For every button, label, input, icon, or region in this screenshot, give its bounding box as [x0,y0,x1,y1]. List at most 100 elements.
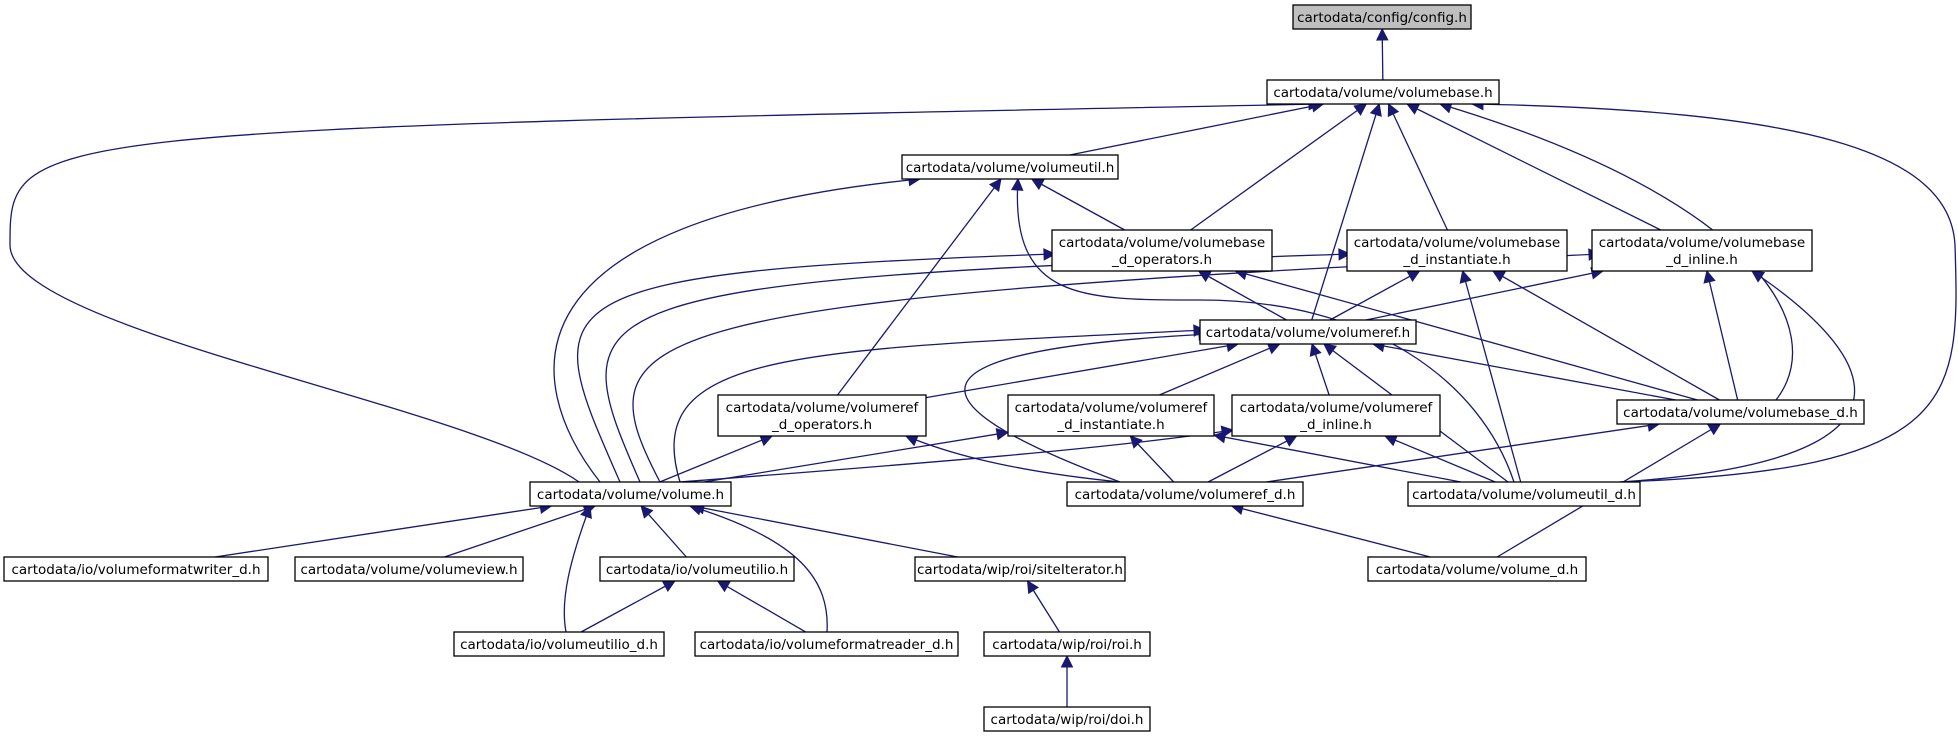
node-vb_operators[interactable]: cartodata/volume/volumebase_d_operators.… [1051,229,1273,272]
arrowhead-icon [1384,434,1399,447]
edges-layer [9,27,1957,707]
edge-volumeref_d-to-vr_operators [904,434,1121,483]
arrowhead-icon [1703,269,1716,284]
arrowhead-icon [1353,103,1368,116]
node-volumeref[interactable]: cartodata/volume/volumeref.h [1199,319,1417,345]
node-label: cartodata/io/volumeutilio_d.h [460,637,658,653]
node-box [1591,229,1813,272]
arrowhead-icon [1309,342,1322,357]
node-label: cartodata/volume/volumebase [1599,235,1806,251]
node-doi[interactable]: cartodata/wip/roi/doi.h [983,706,1151,732]
node-box [1199,319,1417,345]
node-label: cartodata/volume/volume.h [537,487,724,503]
edge-vb_inline-to-volumebase [1406,103,1662,231]
node-label: cartodata/volume/volumeview.h [300,562,517,578]
node-volumeformatreader_d[interactable]: cartodata/io/volumeformatreader_d.h [694,631,959,657]
edge-doi-to-roi [1060,654,1074,707]
arrowhead-icon [1266,342,1281,355]
node-label: _d_instantiate.h [1402,252,1510,268]
edge-siteIterator-to-volume [691,501,958,558]
arrowhead-icon [1043,248,1057,261]
node-box [717,394,927,437]
node-label: cartodata/volume/volumebase.h [1273,85,1492,101]
edge-volumebase_d-to-vb_instantiate [1492,270,1720,401]
node-vb_inline[interactable]: cartodata/volume/volumebase_d_inline.h [1591,229,1813,272]
node-volumeutil_d[interactable]: cartodata/volume/volumeutil_d.h [1407,481,1641,507]
node-vb_instantiate[interactable]: cartodata/volume/volumebase_d_instantiat… [1346,229,1568,272]
node-label: cartodata/volume/volumebase_d.h [1623,405,1858,421]
node-label: _d_inline.h [1665,252,1738,268]
arrowhead-icon [1492,270,1507,283]
node-label: cartodata/volume/volumebase [1354,235,1561,251]
node-label: cartodata/wip/roi/roi.h [992,637,1142,653]
arrowhead-icon [1197,270,1212,283]
edge-volumeref-to-volumebase [1311,102,1382,321]
node-box [599,556,795,582]
node-volume[interactable]: cartodata/volume/volume.h [529,481,732,507]
edge-volumeref-to-vb_inline [1365,267,1604,321]
node-box [1346,229,1568,272]
node-volumeview[interactable]: cartodata/volume/volumeview.h [294,556,524,582]
node-volume_d[interactable]: cartodata/volume/volume_d.h [1367,556,1587,582]
edge-volume-to-vr_instantiate [703,427,1010,483]
edge-volumeutil_d-to-volumeutil [1010,177,1515,483]
node-label: cartodata/wip/roi/doi.h [991,712,1144,728]
node-label: cartodata/io/volumeformatreader_d.h [700,637,954,653]
node-roi[interactable]: cartodata/wip/roi/roi.h [983,631,1151,657]
node-box [1007,394,1215,437]
node-box [1066,481,1304,507]
node-label: cartodata/volume/volumeref [1240,400,1434,416]
node-label: cartodata/io/volumeformatwriter_d.h [11,562,260,578]
node-label: cartodata/io/volumeutilio.h [606,562,788,578]
arrowhead-icon [1338,248,1352,261]
arrowhead-icon [995,427,1010,441]
node-box [529,481,732,507]
node-label: cartodata/volume/volumeutil_d.h [1412,487,1636,503]
node-siteIterator[interactable]: cartodata/wip/roi/siteIterator.h [914,556,1126,582]
edge-volumebase_d-to-vb_inline [1703,269,1739,401]
arrowhead-icon [988,178,1002,192]
node-vr_operators[interactable]: cartodata/volume/volumeref_d_operators.h [717,394,927,437]
node-volumeformatwriter_d[interactable]: cartodata/io/volumeformatwriter_d.h [3,556,269,582]
node-label: cartodata/volume/volumeref_d.h [1075,487,1296,503]
edge-volumebase-to-config [1376,27,1389,81]
arrowhead-icon [716,580,731,593]
node-box [901,154,1119,180]
node-label: _d_operators.h [771,417,872,433]
edge-volume_d-to-volumeref_d [1230,502,1431,558]
node-vr_instantiate[interactable]: cartodata/volume/volumeref_d_instantiate… [1007,394,1215,437]
arrowhead-icon [1010,177,1024,191]
node-volumebase_d[interactable]: cartodata/volume/volumebase_d.h [1616,399,1865,425]
node-label: _d_operators.h [1111,252,1212,268]
node-label: _d_instantiate.h [1056,417,1164,433]
node-volumeref_d[interactable]: cartodata/volume/volumeref_d.h [1066,481,1304,507]
node-label: cartodata/volume/volumeutil.h [906,160,1115,176]
arrowhead-icon [1459,269,1472,284]
edge-vb_operators-to-volumeutil [1030,178,1125,231]
node-box [1407,481,1641,507]
node-box [453,631,665,657]
node-box [294,556,524,582]
node-volumebase[interactable]: cartodata/volume/volumebase.h [1266,79,1500,105]
node-box [983,631,1151,657]
node-volumeutilio[interactable]: cartodata/io/volumeutilio.h [599,556,795,582]
node-box [1231,394,1441,437]
edge-volumeutil_d-to-vb_instantiate [1459,269,1522,483]
edge-volumeview-to-volume [444,503,597,558]
arrowhead-icon [1060,654,1074,668]
node-box [983,706,1151,732]
node-box [694,631,959,657]
arrowhead-icon [640,505,654,519]
node-volumeutilio_d[interactable]: cartodata/io/volumeutilio_d.h [453,631,665,657]
node-box [3,556,269,582]
edge-vb_operators-to-volumebase [1190,103,1368,231]
node-vr_inline[interactable]: cartodata/volume/volumeref_d_inline.h [1231,394,1441,437]
edge-volume-to-vb_operators [577,248,1057,483]
node-box [1266,79,1500,105]
node-config[interactable]: cartodata/config/config.h [1292,4,1472,30]
edge-vb_instantiate-to-volumebase [1387,102,1449,231]
node-box [1367,556,1587,582]
node-volumeutil[interactable]: cartodata/volume/volumeutil.h [901,154,1119,180]
node-label: cartodata/config/config.h [1297,10,1467,26]
